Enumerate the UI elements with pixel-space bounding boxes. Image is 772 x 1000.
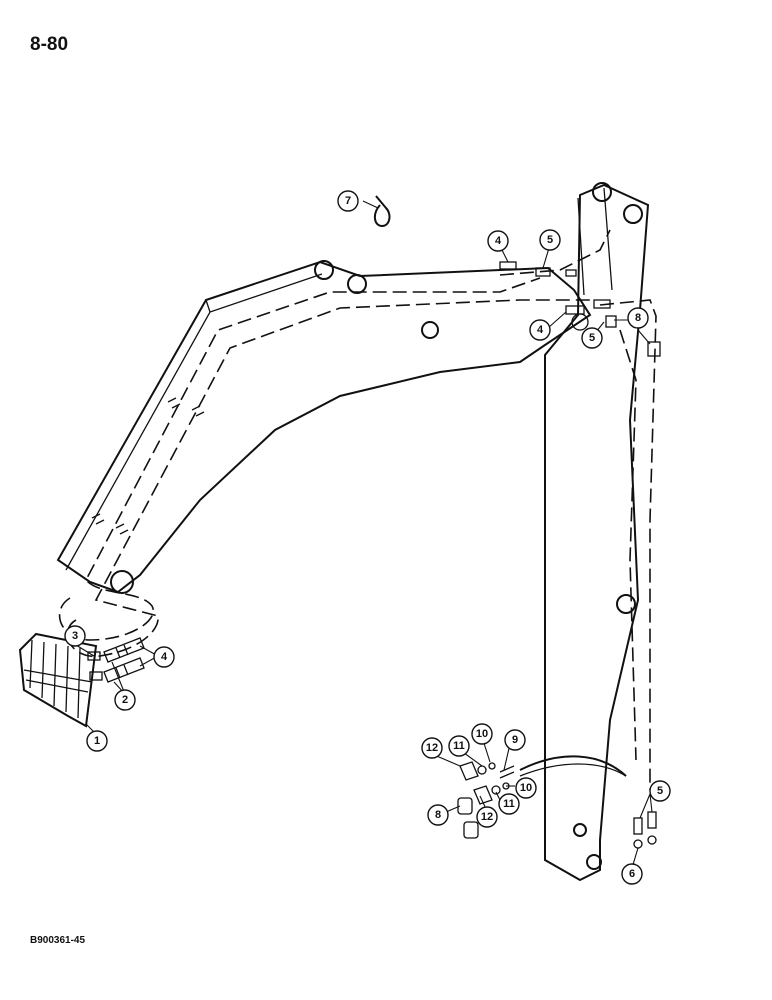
boom-pin-upper-left: [314, 260, 334, 280]
svg-text:12: 12: [481, 811, 493, 823]
cylinder-top-pin: [623, 204, 643, 224]
callout-3: 3: [64, 625, 86, 647]
svg-text:11: 11: [453, 740, 465, 752]
arm-mid-pin: [616, 594, 636, 614]
callout-11-upper: 11: [448, 735, 470, 757]
callout-4-valve: 4: [153, 646, 175, 668]
callout-11-lower: 11: [498, 793, 520, 815]
figure-code: B900361-45: [30, 935, 86, 946]
callout-10-upper: 10: [471, 723, 493, 745]
valve-fittings: [103, 637, 145, 683]
control-valve: [18, 632, 103, 728]
svg-text:4: 4: [161, 651, 168, 663]
boom: [56, 260, 592, 594]
callout-6: 6: [621, 863, 643, 885]
callout-5-lower: 5: [649, 780, 671, 802]
svg-text:12: 12: [426, 742, 438, 754]
callout-4-top: 4: [487, 230, 509, 252]
svg-text:4: 4: [495, 235, 502, 247]
svg-text:1: 1: [94, 735, 100, 747]
callout-5-top: 5: [539, 229, 561, 251]
svg-text:5: 5: [547, 234, 553, 246]
arm-end-fittings: [633, 811, 657, 849]
arm-lower-pin: [573, 823, 587, 837]
callout-8-lower: 8: [427, 804, 449, 826]
callout-12-lower: 12: [476, 806, 498, 828]
svg-text:2: 2: [122, 694, 128, 706]
svg-text:7: 7: [345, 195, 351, 207]
callout-10-lower: 10: [515, 777, 537, 799]
boom-center-pin: [421, 321, 439, 339]
callout-2: 2: [114, 689, 136, 711]
page-number: 8-80: [30, 34, 69, 55]
bucket-pin: [586, 854, 602, 870]
hose-clip: [374, 195, 391, 228]
callout-1: 1: [86, 730, 108, 752]
svg-text:10: 10: [520, 782, 532, 794]
svg-text:6: 6: [629, 868, 635, 880]
boom-foot-pin: [110, 570, 134, 594]
svg-text:8: 8: [635, 312, 641, 324]
callout-7: 7: [337, 190, 359, 212]
svg-text:11: 11: [503, 798, 515, 810]
svg-text:9: 9: [512, 734, 518, 746]
dipper-arm: [544, 182, 650, 882]
svg-text:4: 4: [537, 324, 544, 336]
callout-12-upper: 12: [421, 737, 443, 759]
callout-9: 9: [504, 729, 526, 751]
callout-5-mid: 5: [581, 327, 603, 349]
leader-lines: [75, 200, 653, 869]
arm-top-pin: [592, 182, 612, 202]
svg-text:5: 5: [657, 785, 663, 797]
svg-text:5: 5: [589, 332, 595, 344]
boom-pin-upper: [347, 274, 367, 294]
svg-text:10: 10: [476, 728, 488, 740]
svg-text:8: 8: [435, 809, 441, 821]
svg-text:3: 3: [72, 630, 78, 642]
callout-4-mid: 4: [529, 319, 551, 341]
callout-8-top: 8: [627, 307, 649, 329]
